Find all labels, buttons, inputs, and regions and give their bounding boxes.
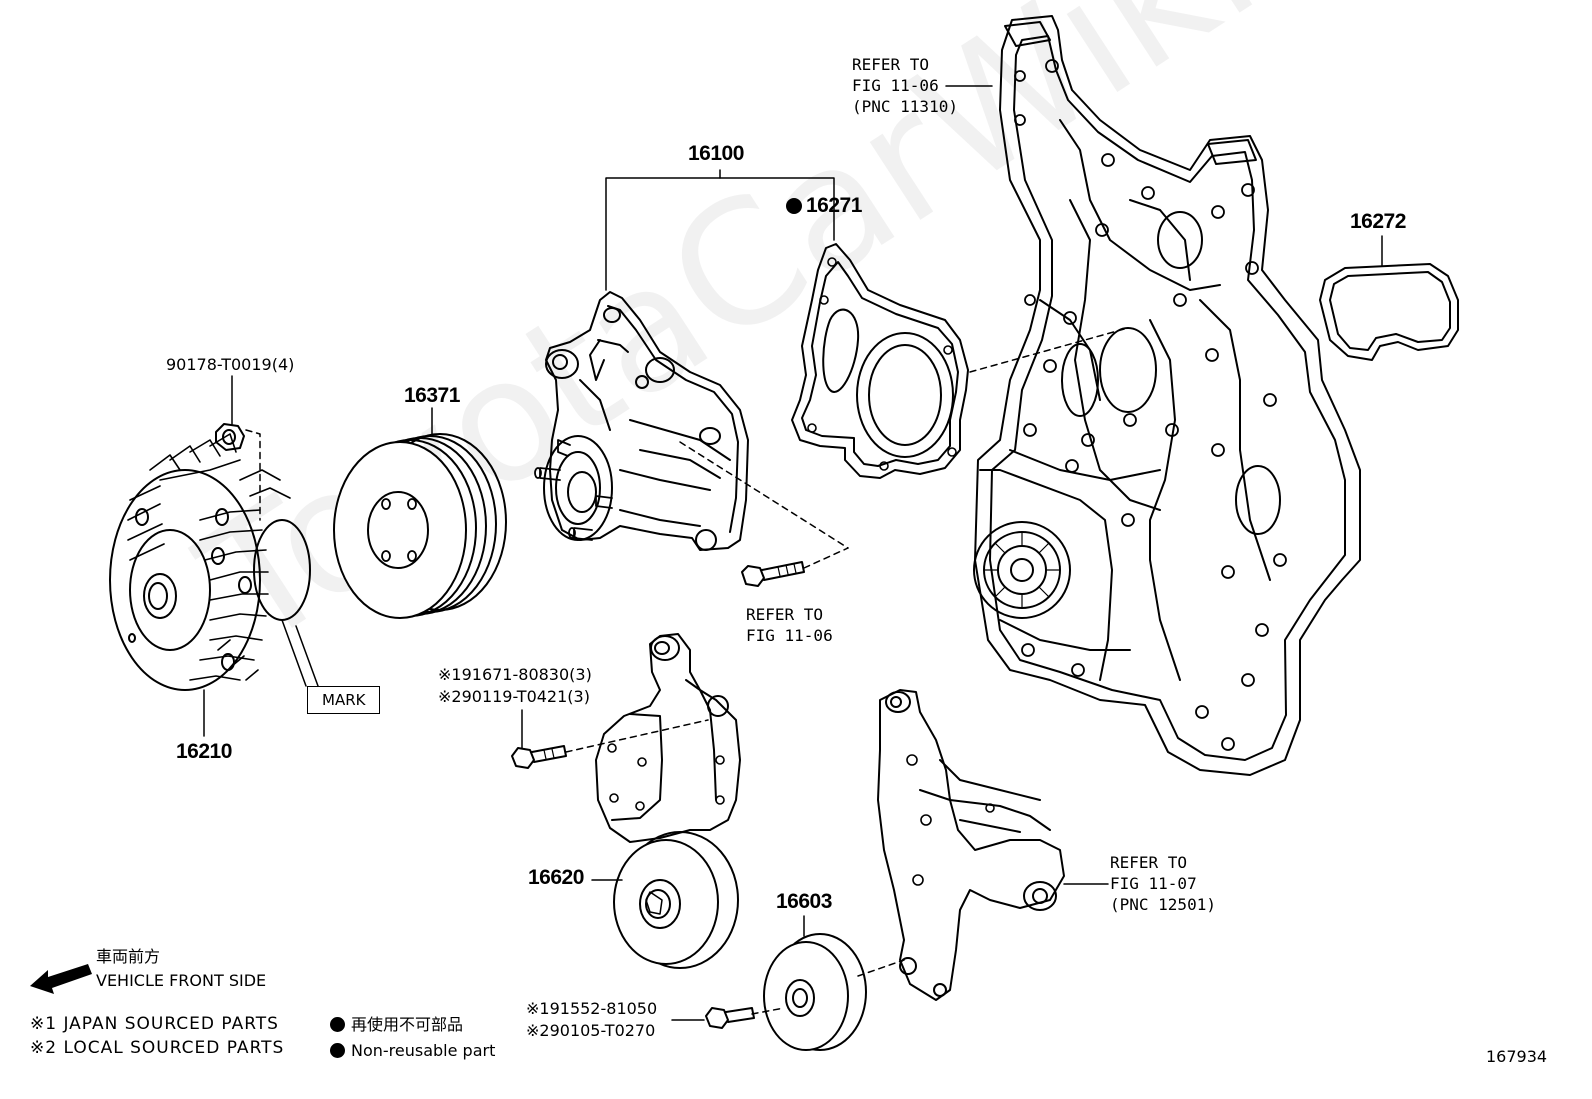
bolt-idler bbox=[705, 1007, 755, 1029]
bolt-water-pump bbox=[741, 561, 805, 587]
pulley-16371 bbox=[333, 433, 507, 619]
idler-bolt-line2: ※290105-T0270 bbox=[526, 1021, 656, 1040]
idler-pulley-16603 bbox=[763, 933, 867, 1051]
legend-nonreuse-en: Non-reusable part bbox=[330, 1040, 495, 1062]
diagram-id: 167934 bbox=[1486, 1047, 1548, 1066]
legend-dot-icon bbox=[330, 1043, 345, 1058]
tensioner-bolt-line2: ※290119-T0421(3) bbox=[438, 687, 590, 706]
part-16271: 16271 bbox=[806, 194, 862, 217]
legend-dot-icon bbox=[330, 1017, 345, 1032]
gasket-16272 bbox=[1319, 263, 1459, 361]
part-16210: 16210 bbox=[176, 740, 232, 763]
legend-local-sourced: ※2 LOCAL SOURCED PARTS bbox=[30, 1038, 285, 1058]
vehicle-front-jp: 車両前方 bbox=[96, 947, 161, 966]
gasket-16271 bbox=[791, 243, 969, 479]
bracket-refer-11-07 bbox=[877, 689, 1065, 1001]
part-16371: 16371 bbox=[404, 384, 460, 407]
part-16620: 16620 bbox=[528, 866, 584, 889]
legend-japan-sourced: ※1 JAPAN SOURCED PARTS bbox=[30, 1014, 279, 1034]
ref1-line2: FIG 11-06 bbox=[852, 76, 939, 95]
part-16100: 16100 bbox=[688, 142, 744, 165]
ref2-line2: FIG 11-06 bbox=[746, 626, 833, 645]
timing-chain-cover bbox=[973, 15, 1361, 776]
vehicle-front-en: VEHICLE FRONT SIDE bbox=[96, 971, 267, 990]
ref3-line3: (PNC 12501) bbox=[1110, 895, 1216, 914]
tensioner-bolt-line1: ※191671-80830(3) bbox=[438, 665, 592, 684]
ref2-line1: REFER TO bbox=[746, 605, 824, 624]
nut-90178 bbox=[215, 423, 245, 451]
legend-nonreuse-jp: 再使用不可部品 bbox=[330, 1014, 463, 1036]
ref1-line3: (PNC 11310) bbox=[852, 97, 958, 116]
part-16603: 16603 bbox=[776, 890, 832, 913]
ref3-line2: FIG 11-07 bbox=[1110, 874, 1197, 893]
idler-bolt-line1: ※191552-81050 bbox=[526, 999, 658, 1018]
dashed-alignment-lines bbox=[245, 327, 1129, 1015]
fan-clutch-16210 bbox=[109, 433, 311, 691]
non-reusable-dot bbox=[786, 198, 802, 214]
ref3-line1: REFER TO bbox=[1110, 853, 1188, 872]
legend-nonreuse-jp-text: 再使用不可部品 bbox=[351, 1015, 464, 1034]
bolt-tensioner bbox=[511, 745, 567, 769]
part-16272: 16272 bbox=[1350, 210, 1406, 233]
vehicle-front-arrow bbox=[30, 964, 92, 994]
water-pump-16100 bbox=[534, 291, 749, 551]
mark-label: MARK bbox=[307, 686, 381, 714]
leader-lines bbox=[203, 85, 1383, 1021]
part-nut-90178: 90178-T0019(4) bbox=[166, 355, 295, 374]
ref1-line1: REFER TO bbox=[852, 55, 930, 74]
tensioner-16620 bbox=[595, 633, 741, 969]
legend-nonreuse-en-text: Non-reusable part bbox=[351, 1041, 496, 1060]
